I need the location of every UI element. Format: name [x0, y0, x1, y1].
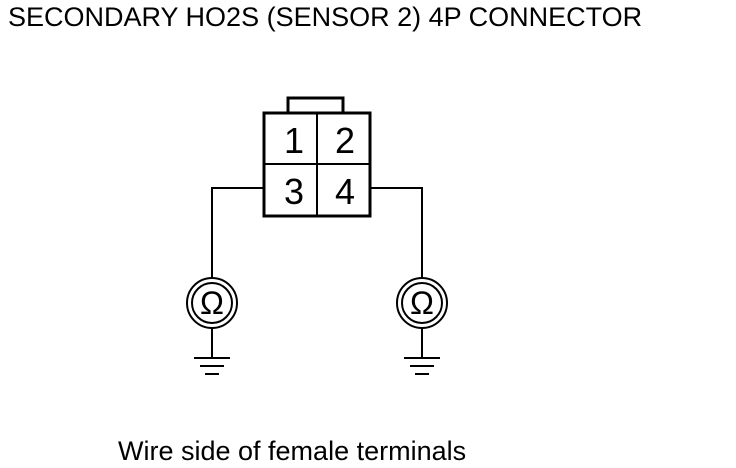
- connector-lock-tab: [286, 96, 345, 113]
- left-ohmmeter: Ω: [186, 277, 238, 329]
- left-probe-wire: [211, 187, 264, 279]
- right-ohmmeter-inner-ring: [401, 282, 443, 324]
- right-ohmmeter: Ω: [396, 277, 448, 329]
- pin-1-label: 1: [284, 120, 304, 161]
- pin-4-label: 4: [335, 171, 355, 212]
- right-ground-icon: [404, 328, 440, 375]
- left-ohmmeter-inner-ring: [191, 282, 233, 324]
- connector-4p: 1 2 3 4: [262, 96, 372, 218]
- left-ground-icon: [194, 328, 230, 375]
- ohm-icon: Ω: [200, 285, 224, 321]
- pin-2-label: 2: [335, 120, 355, 161]
- ohm-icon: Ω: [410, 285, 434, 321]
- diagram-title: SECONDARY HO2S (SENSOR 2) 4P CONNECTOR: [8, 2, 642, 32]
- pin-3-label: 3: [284, 171, 304, 212]
- diagram-caption: Wire side of female terminals: [118, 436, 466, 466]
- right-probe-wire: [370, 187, 423, 279]
